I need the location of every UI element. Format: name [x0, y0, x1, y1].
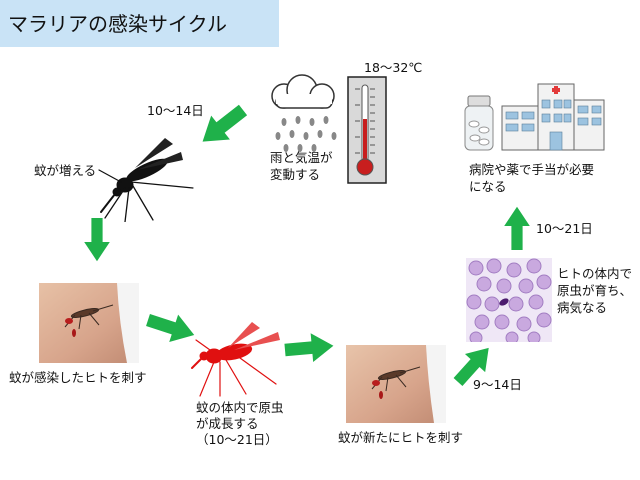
- human-growth-label-line3: 病気なる: [557, 300, 608, 315]
- mosq-growth-label-line2: が成長する: [196, 416, 259, 431]
- arrow-blood-to-hospital: [504, 206, 530, 250]
- mosquito-icon: [98, 138, 194, 222]
- arrow-mosquito-to-bite: [84, 218, 110, 262]
- skin-bite-photo: [346, 345, 446, 423]
- arrow-infected-mosquito-to-new-bite: [283, 331, 335, 365]
- hospital-icon: [501, 83, 605, 151]
- page-title: マラリアの感染サイクル: [8, 12, 227, 36]
- weather-label-line1: 雨と気温が: [270, 150, 333, 165]
- infected-mosquito-icon: [191, 322, 280, 397]
- title-bar: [0, 0, 279, 47]
- human-growth-label-line2: 原虫が育ち、: [557, 283, 633, 298]
- mosq-growth-label-line3: （10～21日）: [196, 432, 278, 447]
- skin-bite-photo: [39, 283, 139, 363]
- days-label-3: 9～14日: [473, 377, 522, 392]
- treatment-label-line2: になる: [469, 179, 507, 194]
- rain-cloud-icon: [271, 74, 337, 152]
- bite-infected-label: 蚊が感染したヒトを刺す: [9, 370, 147, 385]
- blood-cells-image: [466, 258, 552, 342]
- bite-new-label: 蚊が新たにヒトを刺す: [338, 430, 464, 445]
- days-label-2: 10～21日: [536, 221, 593, 236]
- days-label-1: 10～14日: [147, 103, 204, 118]
- weather-label-line2: 変動する: [270, 167, 321, 182]
- temperature-label: 18～32℃: [364, 60, 423, 75]
- medicine-bottle-icon: [464, 95, 494, 151]
- treatment-label-line1: 病院や薬で手当が必要: [469, 162, 595, 177]
- human-growth-label-line1: ヒトの体内で: [557, 266, 633, 281]
- thermometer-icon: [347, 76, 387, 184]
- mosq-growth-label-line1: 蚊の体内で原虫: [196, 400, 284, 415]
- mosquito-increase-label: 蚊が増える: [34, 163, 97, 178]
